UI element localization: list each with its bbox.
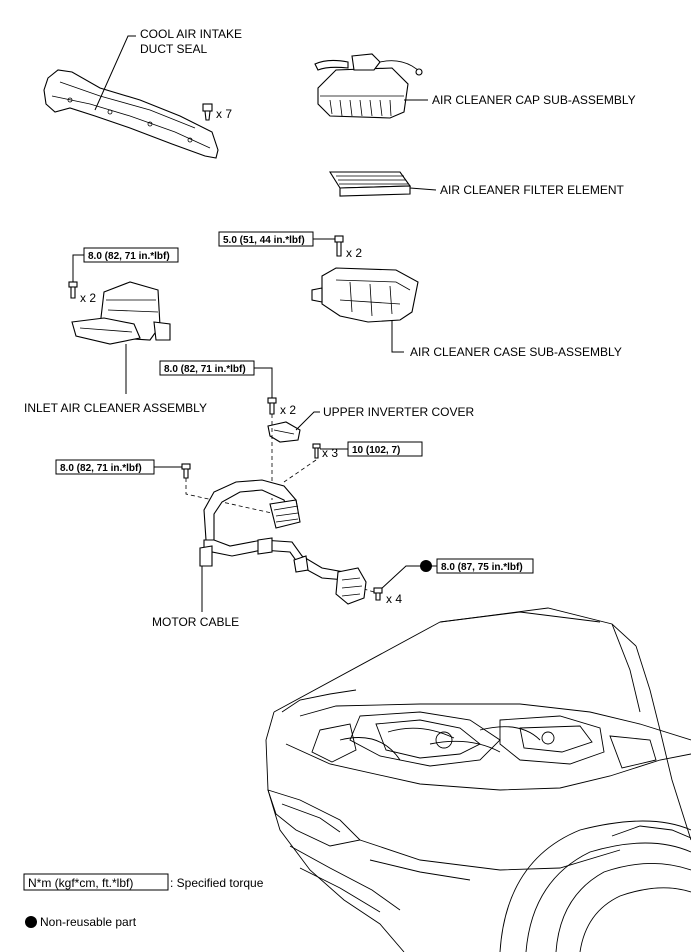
bolt-icon [334, 235, 344, 257]
bolt-icon [373, 587, 383, 601]
air-cleaner-cap [314, 53, 423, 119]
motor-cable [199, 479, 367, 605]
cover-screw-quantity: x 3 [322, 446, 338, 460]
bolt-icon [181, 463, 191, 479]
cover-bolt-torque: 8.0 (82, 71 in.*lbf) [164, 364, 246, 375]
cable-bolt-torque-left: 8.0 (82, 71 in.*lbf) [60, 463, 142, 474]
inlet-bolt-quantity: x 2 [80, 291, 96, 305]
torque-legend-box [23, 873, 169, 891]
air-cleaner-filter [329, 171, 412, 197]
cool-air-intake-duct-seal [43, 69, 219, 159]
upper-inverter-cover [267, 421, 301, 443]
air-cleaner-case [311, 267, 419, 323]
cable-bolt-torque-right: 8.0 (87, 75 in.*lbf) [441, 562, 523, 573]
non-reusable-legend-icon [25, 916, 37, 928]
air-cleaner-case-label: AIR CLEANER CASE SUB-ASSEMBLY [410, 345, 622, 359]
cover-bolt-quantity: x 2 [280, 403, 296, 417]
inlet-air-cleaner-label: INLET AIR CLEANER ASSEMBLY [24, 401, 207, 415]
inlet-bolt-torque: 8.0 (82, 71 in.*lbf) [88, 251, 170, 262]
non-reusable-legend-text: Non-reusable part [40, 915, 137, 929]
air-cleaner-cap-label: AIR CLEANER CAP SUB-ASSEMBLY [432, 93, 636, 107]
duct-seal-label-line2: DUCT SEAL [140, 42, 207, 56]
bolt-icon [68, 281, 78, 299]
screw-icon [312, 443, 321, 459]
duct-seal-label-line1: COOL AIR INTAKE [140, 27, 242, 41]
air-cleaner-filter-label: AIR CLEANER FILTER ELEMENT [440, 183, 624, 197]
motor-cable-label: MOTOR CABLE [152, 615, 239, 629]
torque-legend-text: : Specified torque [170, 876, 264, 890]
cable-bolt-quantity: x 4 [386, 592, 402, 606]
case-bolt-torque: 5.0 (51, 44 in.*lbf) [223, 235, 305, 246]
case-bolt-quantity: x 2 [346, 246, 362, 260]
inlet-air-cleaner [71, 281, 171, 345]
torque-legend-units: N*m (kgf*cm, ft.*lbf) [28, 876, 133, 890]
clip-icon [202, 103, 213, 121]
vehicle-illustration [265, 607, 691, 952]
bolt-icon [267, 397, 277, 415]
upper-inverter-cover-label: UPPER INVERTER COVER [323, 405, 474, 419]
seal-clip-quantity: x 7 [216, 107, 232, 121]
cover-screw-torque: 10 (102, 7) [352, 445, 400, 456]
